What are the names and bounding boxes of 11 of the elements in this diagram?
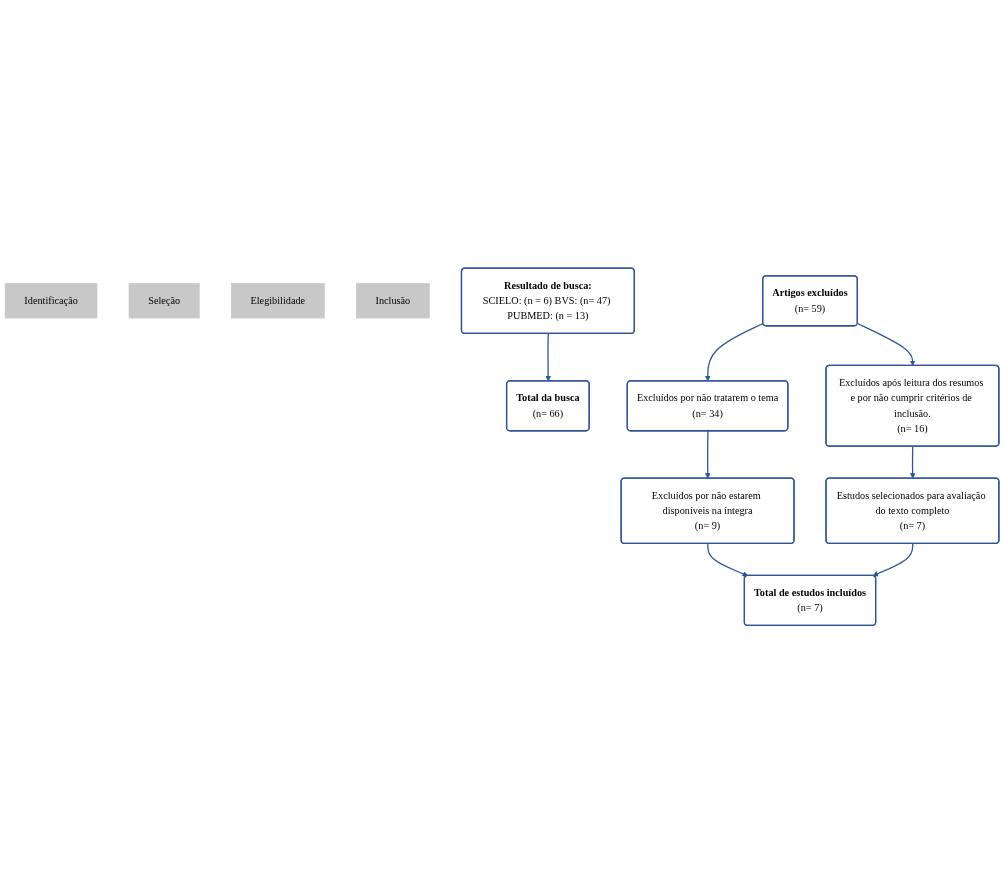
arrow	[704, 430, 711, 479]
node-box: Seleção	[128, 282, 200, 319]
node-box: Elegibilidade	[231, 282, 325, 319]
arrow	[705, 322, 764, 382]
node-box: Identificação	[4, 282, 98, 319]
arrow	[909, 445, 916, 479]
arrow	[872, 542, 914, 577]
arrow	[707, 542, 749, 577]
arrow	[545, 332, 551, 382]
node-box: Inclusão	[356, 282, 430, 319]
arrow	[856, 322, 916, 366]
